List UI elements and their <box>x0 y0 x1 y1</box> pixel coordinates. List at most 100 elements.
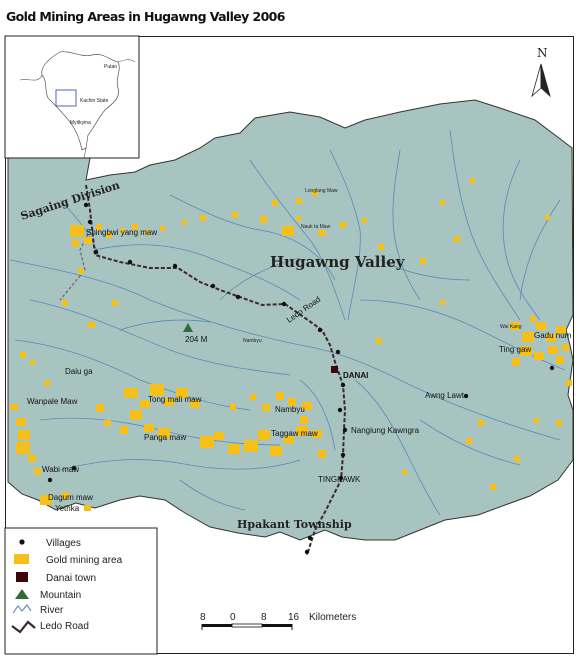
legend: Villages Gold mining area Danai town Mou… <box>4 527 158 655</box>
gold-mine-square <box>536 322 546 330</box>
gold-mine-square <box>164 398 174 406</box>
gold-mine-square <box>546 334 556 342</box>
gold-mine-square <box>478 420 484 426</box>
scale-unit: Kilometers <box>309 612 356 623</box>
village-marker <box>71 465 77 471</box>
map-frame <box>5 36 574 654</box>
gold-mine-square <box>302 402 312 410</box>
gold-mine-square <box>228 444 240 454</box>
gold-mine-square <box>232 212 238 218</box>
gold-mine-square <box>190 400 200 408</box>
gold-mine-square <box>270 446 282 456</box>
legend-mine-icon <box>14 554 29 564</box>
gold-mine-square <box>530 316 536 322</box>
place-dagum: Dagum maw <box>48 493 93 502</box>
gold-mine-square <box>510 322 520 330</box>
place-tongmali: Tong mali maw <box>148 395 202 404</box>
legend-danai: Danai town <box>46 573 96 584</box>
place-naukta: Nauk ta Maw <box>301 224 331 230</box>
place-panga: Panga maw <box>144 433 186 442</box>
village-marker <box>235 294 241 300</box>
village-marker <box>335 349 341 355</box>
gold-mine-square <box>258 430 270 440</box>
gold-mine-square <box>312 430 322 438</box>
legend-river: River <box>40 605 64 616</box>
gold-mine-square <box>296 198 302 204</box>
place-nambyu-north: Nambyu <box>243 338 262 344</box>
gold-mine-square <box>150 384 164 396</box>
gold-mine-square <box>96 224 102 230</box>
gold-mine-square <box>282 226 294 236</box>
village-marker <box>304 549 310 555</box>
legend-mining: Gold mining area <box>46 555 123 566</box>
legend-river-icon <box>12 604 32 614</box>
scale-bar: 8 0 8 16 Kilometers <box>200 612 356 630</box>
legend-town-icon <box>16 572 28 582</box>
gold-mine-square <box>296 216 301 221</box>
gold-mine-square <box>70 225 84 237</box>
gold-mine-square <box>120 426 128 434</box>
scale-tick-0: 8 <box>200 612 206 623</box>
place-tinggaw: Ting gaw <box>499 345 531 354</box>
gold-mine-square <box>88 322 95 328</box>
gold-mine-square <box>176 388 188 398</box>
village-marker <box>83 202 89 208</box>
gold-mine-square <box>545 215 550 220</box>
place-taggaw: Taggaw maw <box>271 429 318 438</box>
village-marker <box>317 327 323 333</box>
gold-mine-square <box>520 346 532 356</box>
gold-mine-square <box>230 404 236 410</box>
place-gadunum: Gadu num <box>534 331 572 340</box>
gold-mine-square <box>182 220 187 225</box>
legend-road: Ledo Road <box>40 621 89 632</box>
gold-mine-square <box>362 218 367 223</box>
place-wabi: Wabi maw <box>42 465 79 474</box>
gold-mine-square <box>160 226 165 231</box>
village-marker <box>342 427 348 433</box>
legend-mountain: Mountain <box>40 590 81 601</box>
gold-mine-square <box>10 404 18 410</box>
gold-mine-square <box>120 228 125 233</box>
gold-mine-square <box>145 230 150 235</box>
place-nambyu: Nambyu <box>275 405 305 414</box>
gold-mine-square <box>112 300 118 306</box>
village-marker <box>281 301 287 307</box>
village-marker <box>337 407 343 413</box>
gold-mine-square <box>214 432 224 440</box>
gold-mine-square <box>84 505 91 511</box>
gold-mine-square <box>18 430 30 440</box>
place-shingbwi: Shingbwi yang maw <box>86 228 157 237</box>
inset-kachin-state: Kachin State <box>80 98 109 104</box>
gold-mine-square <box>28 455 36 462</box>
gold-mine-square <box>312 190 318 196</box>
hugawng-valley-label: Hugawng Valley <box>270 253 406 271</box>
place-longlang: Longlang Maw <box>305 188 338 194</box>
legend-village-icon <box>19 539 25 545</box>
gold-mine-square <box>284 436 294 444</box>
gold-mine-square <box>34 468 41 475</box>
river-network <box>9 129 566 516</box>
gold-mine-square <box>566 380 572 386</box>
place-awnglawt: Awng Lawt <box>425 391 465 400</box>
place-waikang: Wai Kang <box>500 324 522 330</box>
gold-mine-square <box>16 418 26 426</box>
gold-mine-square <box>556 326 566 334</box>
gold-mine-square <box>470 178 475 183</box>
place-204m: 204 M <box>185 335 208 344</box>
gold-mine-square <box>62 300 68 306</box>
north-arrow-icon: N <box>531 46 551 98</box>
gold-mine-square <box>276 392 284 400</box>
svg-text:N: N <box>537 46 548 60</box>
gold-mine-square <box>454 236 460 242</box>
scale-tick-2: 8 <box>261 612 267 623</box>
gold-mine-square <box>512 358 520 366</box>
gold-mine-square <box>534 418 539 423</box>
gold-mine-square <box>130 410 142 420</box>
inset-map: Kachin State Myitkyina Putao <box>4 35 140 159</box>
gold-mine-square <box>556 356 564 364</box>
gold-mine-square <box>534 352 544 360</box>
gold-mine-square <box>200 215 206 221</box>
gold-mine-square <box>20 352 26 358</box>
place-nangiung: Nangiung Kawngra <box>351 426 420 435</box>
